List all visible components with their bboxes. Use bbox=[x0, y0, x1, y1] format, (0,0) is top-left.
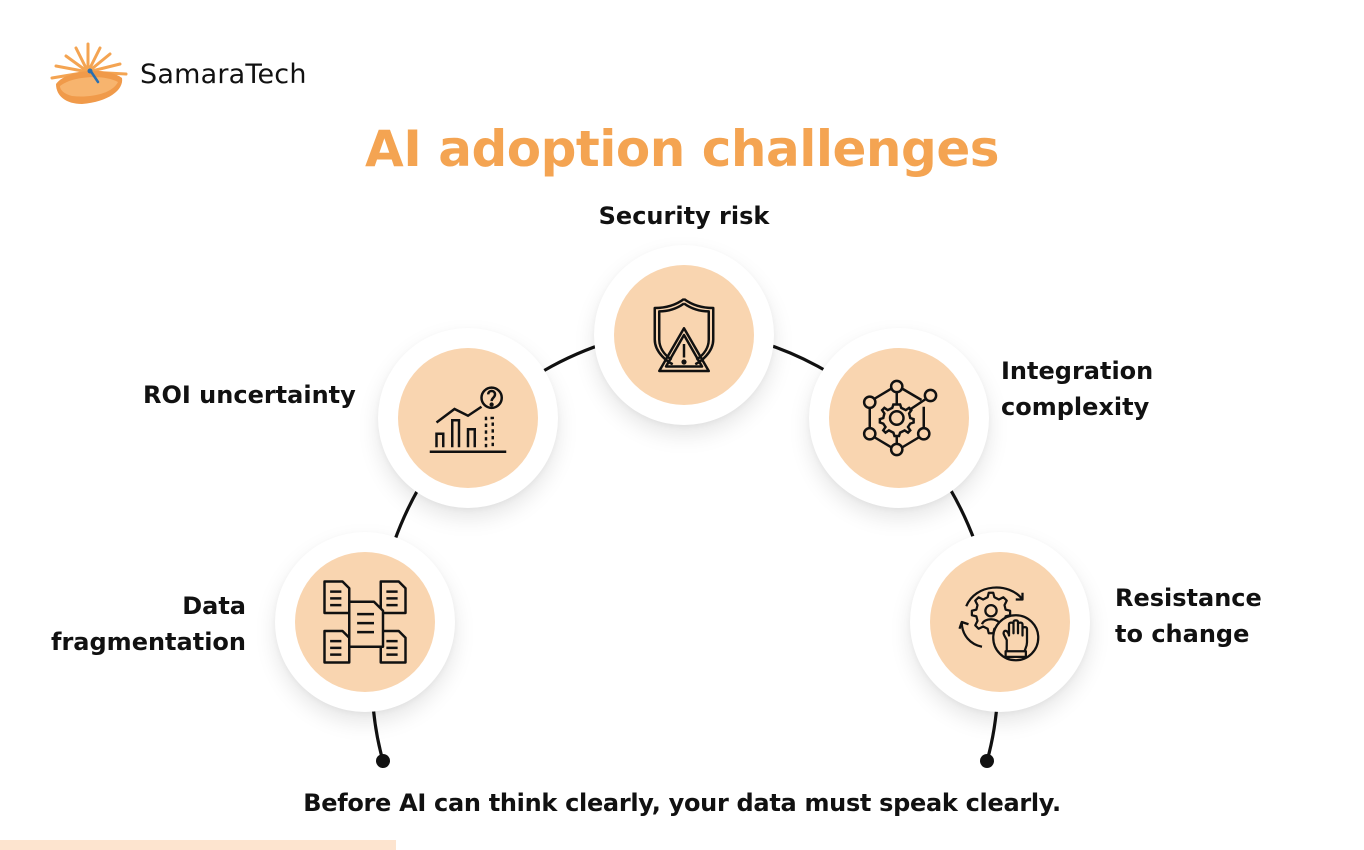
brand-logo: SamaraTech bbox=[46, 40, 307, 108]
label-line: complexity bbox=[1001, 393, 1150, 421]
footer-accent-bar bbox=[0, 840, 396, 850]
node-resistance-to-change-fill bbox=[930, 552, 1070, 692]
label-security-risk: Security risk bbox=[584, 198, 784, 234]
label-line: Integration bbox=[1001, 357, 1154, 385]
node-security-risk bbox=[594, 245, 774, 425]
node-resistance-to-change bbox=[910, 532, 1090, 712]
brand-name: SamaraTech bbox=[140, 58, 307, 90]
label-resistance-to-change: Resistance to change bbox=[1115, 580, 1262, 652]
label-roi-uncertainty: ROI uncertainty bbox=[143, 377, 356, 413]
tagline: Before AI can think clearly, your data m… bbox=[303, 789, 1061, 817]
node-roi-uncertainty bbox=[378, 328, 558, 508]
gear-hand-stop-icon bbox=[958, 586, 1040, 662]
arc-endpoint-right bbox=[980, 754, 994, 768]
sun-boat-logo-icon bbox=[50, 42, 128, 104]
node-roi-uncertainty-fill bbox=[398, 348, 538, 488]
chart-question-icon bbox=[429, 386, 507, 453]
shield-warning-icon bbox=[653, 297, 715, 373]
label-line: to change bbox=[1115, 620, 1250, 648]
label-line: ROI uncertainty bbox=[143, 381, 356, 409]
arc-endpoint-left bbox=[376, 754, 390, 768]
node-integration-complexity-fill bbox=[829, 348, 969, 488]
node-security-risk-fill bbox=[614, 265, 754, 405]
label-line: Data bbox=[182, 592, 246, 620]
gear-network-icon bbox=[862, 379, 938, 457]
label-data-fragmentation: Data fragmentation bbox=[40, 588, 246, 660]
label-line: fragmentation bbox=[51, 628, 246, 656]
label-integration-complexity: Integration complexity bbox=[1001, 353, 1153, 425]
node-integration-complexity bbox=[809, 328, 989, 508]
label-line: Resistance bbox=[1115, 584, 1262, 612]
node-data-fragmentation bbox=[275, 532, 455, 712]
node-data-fragmentation-fill bbox=[295, 552, 435, 692]
page-title: AI adoption challenges bbox=[365, 120, 1000, 178]
label-line: Security risk bbox=[598, 202, 770, 230]
documents-scattered-icon bbox=[323, 580, 407, 664]
